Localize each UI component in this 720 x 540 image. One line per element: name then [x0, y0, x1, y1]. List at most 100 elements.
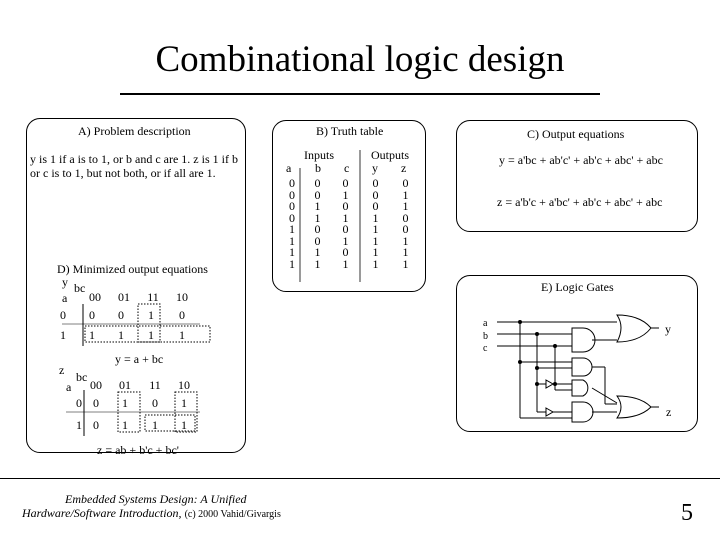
kmap-z-group-bpc [117, 391, 141, 433]
footer-book-subtitle: Hardware/Software Introduction, [22, 506, 182, 520]
junction-dot [518, 320, 522, 324]
gate-output-y: y [665, 322, 671, 336]
kmap-y-cell: 1 [89, 328, 95, 342]
kmap-y-cell: 1 [148, 328, 154, 342]
kmap-z-cell: 0 [93, 418, 99, 432]
tt-cell: 0 [342, 245, 349, 259]
footer-line2: Hardware/Software Introduction, (c) 2000… [22, 507, 281, 521]
tt-cell: 0 [314, 176, 321, 190]
tt-col-a: a [286, 161, 292, 175]
kmap-y-cell: 1 [148, 308, 154, 322]
tt-cell: 0 [342, 199, 349, 213]
tt-cell: 1 [314, 245, 321, 259]
kmap-z-row-var: a [66, 380, 72, 394]
or-gate-icon [616, 314, 652, 343]
kmap-y-row-var: a [62, 291, 68, 305]
tt-cell: 1 [372, 233, 379, 248]
and-gate-icon [571, 379, 589, 397]
kmap-z-grid [66, 390, 200, 436]
tt-cell: 1 [289, 222, 295, 236]
minimized-heading: D) Minimized output equations [57, 262, 208, 276]
output-eq-z: z = a'b'c + a'bc' + ab'c + abc' + abc [497, 195, 663, 209]
kmap-z-cell: 1 [122, 418, 128, 432]
kmap-y-group-a [84, 325, 211, 343]
tt-cell: 1 [402, 233, 409, 248]
tt-cell: 1 [314, 210, 321, 225]
page-number: 5 [681, 500, 693, 526]
kmap-z-out: z [59, 363, 65, 377]
kmap-y-grid [62, 303, 211, 346]
tt-cell: 0 [372, 176, 379, 190]
tt-cell: 1 [342, 210, 349, 225]
and-gate-icon [571, 401, 594, 423]
tt-cell: 0 [314, 187, 321, 202]
table-row: 1 0 1 1 1 [281, 233, 419, 248]
gate-input-a: a [483, 318, 488, 329]
output-eq-box [456, 120, 698, 232]
tt-cell: 0 [314, 233, 321, 248]
kmap-y-cell: 1 [179, 328, 185, 342]
tt-cell: 0 [342, 222, 349, 236]
kmap-z-cell: 1 [152, 418, 158, 432]
gate-input-c: c [483, 343, 488, 354]
tt-cell: 1 [314, 256, 321, 271]
tt-cell: 1 [372, 210, 379, 225]
kmap-y-cell: 0 [179, 308, 185, 322]
kmap-y-col-head: 00 [89, 290, 101, 304]
kmap-y-equation: y = a + bc [115, 352, 164, 366]
truth-table-dividers [299, 150, 361, 282]
tt-cell: 1 [402, 187, 409, 202]
tt-cell: 1 [314, 199, 321, 213]
tt-cell: 0 [314, 222, 321, 236]
junction-dot [518, 360, 522, 364]
tt-cell: 1 [342, 256, 349, 271]
tt-cell: 1 [402, 245, 409, 259]
tt-col-c: c [344, 161, 350, 175]
tt-cell: 0 [372, 187, 379, 202]
output-eq-y: y = a'bc + ab'c' + ab'c + abc' + abc [499, 153, 663, 167]
tt-cell: 0 [372, 199, 379, 213]
tt-cell: 1 [402, 199, 409, 213]
problem-box [26, 118, 246, 453]
gate-output-z: z [666, 405, 672, 419]
tt-cell: 1 [342, 233, 349, 248]
kmap-y-col-head: 01 [118, 290, 130, 304]
kmap-y-cell: 0 [89, 308, 95, 322]
kmap-z-equation: z = ab + b'c + bc' [97, 443, 179, 457]
tt-cell: 1 [402, 256, 409, 271]
kmap-z-group-bcp [174, 391, 198, 433]
tt-col-y: y [372, 161, 378, 175]
kmap-z-cell: 1 [122, 396, 128, 410]
kmap-y-col-var: bc [74, 281, 86, 295]
truth-table-box [272, 120, 426, 292]
tt-cell: 1 [372, 256, 379, 271]
inverter-icon [545, 379, 555, 389]
tt-cell: 1 [289, 233, 295, 248]
kmap-y-col-head: 11 [147, 290, 159, 304]
junction-dot [535, 332, 539, 336]
title-divider [120, 93, 600, 95]
page-title: Combinational logic design [155, 39, 565, 80]
tt-cell: 0 [342, 176, 349, 190]
tt-cell: 0 [289, 176, 295, 190]
kmap-y-out: y [62, 275, 68, 289]
kmap-z-col-head: 10 [178, 378, 190, 392]
kmap-z-row-head: 1 [76, 418, 82, 432]
junction-dot [535, 366, 539, 370]
and-gate-icon [571, 327, 596, 353]
truth-table-heading: B) Truth table [316, 124, 384, 138]
output-eq-heading: C) Output equations [527, 127, 625, 141]
logic-gates-box [456, 275, 698, 432]
kmap-z-row-head: 0 [76, 396, 82, 410]
kmap-z-col-var: bc [76, 370, 88, 384]
kmap-y-cell: 0 [118, 308, 124, 322]
tt-inputs-label: Inputs [304, 148, 334, 162]
problem-text: y is 1 if a is to 1, or b and c are 1. z… [30, 152, 238, 180]
kmap-z-col-head: 11 [149, 378, 161, 392]
